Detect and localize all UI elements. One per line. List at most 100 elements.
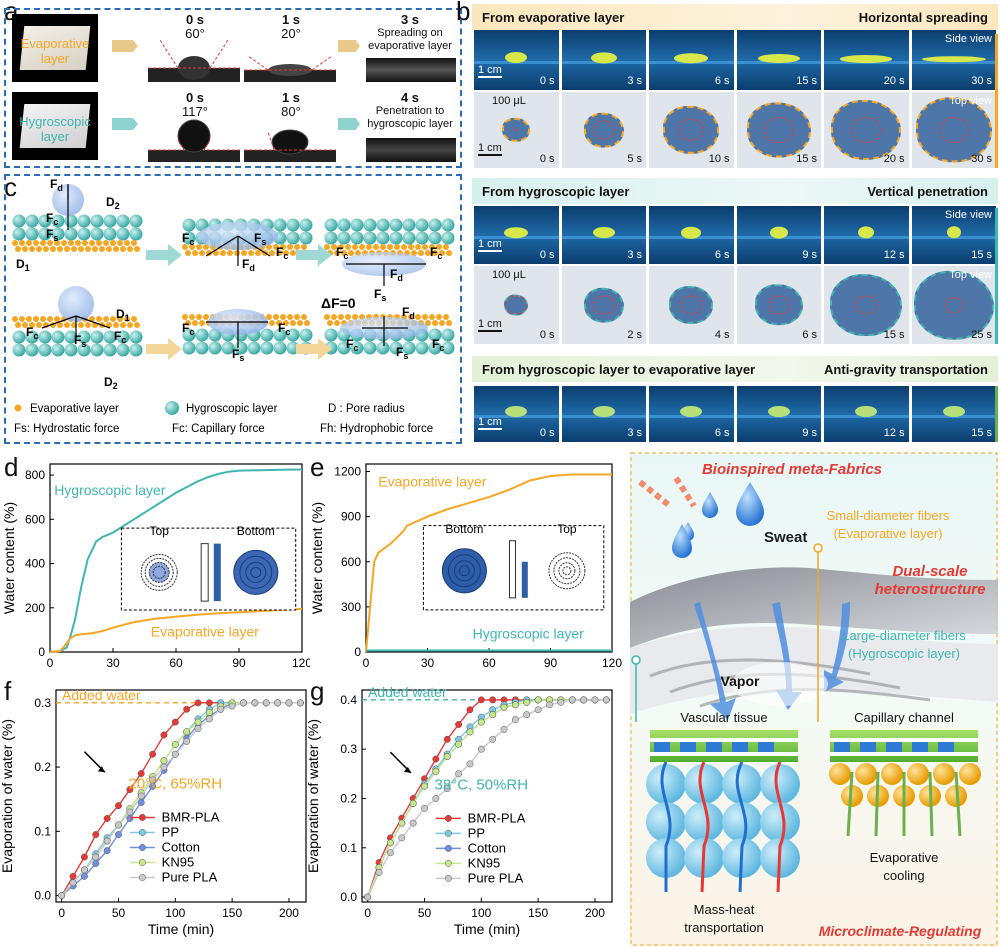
hygroscopic-fiber xyxy=(350,341,364,355)
svg-text:Fc: Fc xyxy=(46,211,58,227)
hygroscopic-fiber xyxy=(51,214,65,228)
h-vascular: Vascular tissue xyxy=(680,710,767,725)
h-vapor: Vapor xyxy=(721,673,760,689)
data-point xyxy=(364,893,372,901)
a-row2-t0: 0 s xyxy=(185,90,205,105)
data-point xyxy=(194,725,202,732)
hygroscopic-fiber xyxy=(12,227,26,241)
hygroscopic-fiber xyxy=(12,330,26,344)
frame-time-label: 6 s xyxy=(714,75,730,87)
svg-text:Fd: Fd xyxy=(242,257,255,273)
legend-entry: Pure PLA xyxy=(468,870,524,885)
side-view-frame: 3 s xyxy=(561,386,646,442)
evaporative-fiber xyxy=(131,240,137,246)
evaporative-fiber xyxy=(380,244,386,250)
evaporative-fabric-photo: Evaporative layer xyxy=(12,14,98,82)
panel-label-c: c xyxy=(4,172,17,202)
data-point xyxy=(489,735,497,743)
evaporative-fiber xyxy=(43,246,49,252)
evaporative-fiber xyxy=(345,314,351,320)
evaporative-fiber xyxy=(196,314,202,320)
hygroscopic-fiber xyxy=(389,218,403,232)
evaporative-fiber xyxy=(280,244,286,250)
evaporative-fiber xyxy=(432,320,438,326)
frame-time-label: 6 s xyxy=(714,249,730,261)
evaporative-fiber xyxy=(22,246,28,252)
hygroscopic-fiber xyxy=(116,214,130,228)
evaporative-fiber xyxy=(348,250,354,256)
evaporative-fiber xyxy=(57,246,63,252)
evaporative-fiber xyxy=(12,316,18,322)
legend-swatch-marker xyxy=(444,859,452,867)
evaporative-fiber xyxy=(290,250,296,256)
x-tick-label: 200 xyxy=(279,906,299,920)
hygroscopic-fiber xyxy=(337,231,351,245)
side-view-frame: 3 s xyxy=(561,206,646,264)
a-row2-t1: 1 s xyxy=(281,90,301,105)
series-line xyxy=(49,468,303,653)
hygroscopic-fiber xyxy=(415,218,429,232)
data-point xyxy=(557,698,565,706)
legend-fs: Fs: Hydrostatic force xyxy=(14,423,119,435)
evaporative-fiber xyxy=(294,314,300,320)
data-point xyxy=(171,750,179,758)
hygroscopic-fiber xyxy=(77,214,91,228)
panel-label-d: d xyxy=(4,452,19,482)
hygroscopic-fiber xyxy=(428,341,442,355)
data-point xyxy=(171,741,179,749)
h-large-fibers-sub: (Hygroscopic layer) xyxy=(848,646,960,661)
data-point xyxy=(443,785,451,793)
hygroscopic-fiber xyxy=(182,231,196,245)
legend-entry: BMR-PLA xyxy=(468,810,526,825)
hygroscopic-fabric-photo: Hygroscopic layer xyxy=(12,92,98,160)
hygroscopic-fiber xyxy=(103,214,117,228)
evaporative-fiber xyxy=(408,244,414,250)
evaporative-fiber xyxy=(283,320,289,326)
side-view-frame: 9 s xyxy=(736,386,821,442)
frame-time-label: 10 s xyxy=(708,153,730,165)
evaporative-fiber xyxy=(334,250,340,256)
evaporative-fiber xyxy=(422,244,428,250)
evaporative-fiber xyxy=(324,244,330,250)
evaporative-fiber xyxy=(78,246,84,252)
evaporative-fiber xyxy=(110,240,116,246)
svg-text:D1: D1 xyxy=(16,257,30,273)
evaporative-fiber xyxy=(203,244,209,250)
data-point xyxy=(126,786,134,794)
h-microclimate: Microclimate-Regulating xyxy=(819,923,982,939)
evaporative-fiber xyxy=(283,250,289,256)
scale-bar-label: 1 cm xyxy=(478,238,502,252)
hygroscopic-fiber xyxy=(116,227,130,241)
legend-swatch-marker xyxy=(138,844,146,851)
panel-b-section-3: From hygroscopic layer to evaporative la… xyxy=(472,356,998,444)
b3-header-right: Anti-gravity transportation xyxy=(824,361,988,377)
data-point xyxy=(421,782,428,790)
a-row1-angle1: 20° xyxy=(281,26,301,41)
y-tick-label: 0.0 xyxy=(34,889,51,903)
evaporative-fiber xyxy=(110,316,116,322)
hygroscopic-fiber xyxy=(90,330,104,344)
x-axis-label: Time (s) xyxy=(464,671,515,674)
frame-time-label: 15 s xyxy=(883,329,905,341)
h-evaporative: Evaporative xyxy=(870,850,939,865)
series-label-evaporative: Evaporative layer xyxy=(151,624,260,640)
hygroscopic-fiber xyxy=(182,341,196,355)
data-point xyxy=(455,740,463,748)
h-capillary: Capillary channel xyxy=(854,710,954,725)
panel-h-illustration: Bioinspired meta-Fabrics Sweat Small-dia… xyxy=(630,452,998,946)
evaporative-fiber xyxy=(182,244,188,250)
evaporative-fiber xyxy=(429,314,435,320)
evaporative-fiber xyxy=(185,320,191,326)
y-axis-label: Water content (%) xyxy=(1,502,17,614)
y-tick-label: 0.2 xyxy=(34,760,51,774)
evaporative-fiber xyxy=(82,240,88,246)
side-view-frame: 6 s xyxy=(649,30,734,90)
panel-b-section-2: From hygroscopic layer Vertical penetrat… xyxy=(472,178,998,346)
data-point xyxy=(126,808,134,816)
svg-text:Fc: Fc xyxy=(432,337,444,353)
data-point xyxy=(183,737,191,745)
data-point xyxy=(409,819,417,827)
top-view-frame: 5 s xyxy=(561,92,646,168)
evaporative-fiber xyxy=(192,250,198,256)
